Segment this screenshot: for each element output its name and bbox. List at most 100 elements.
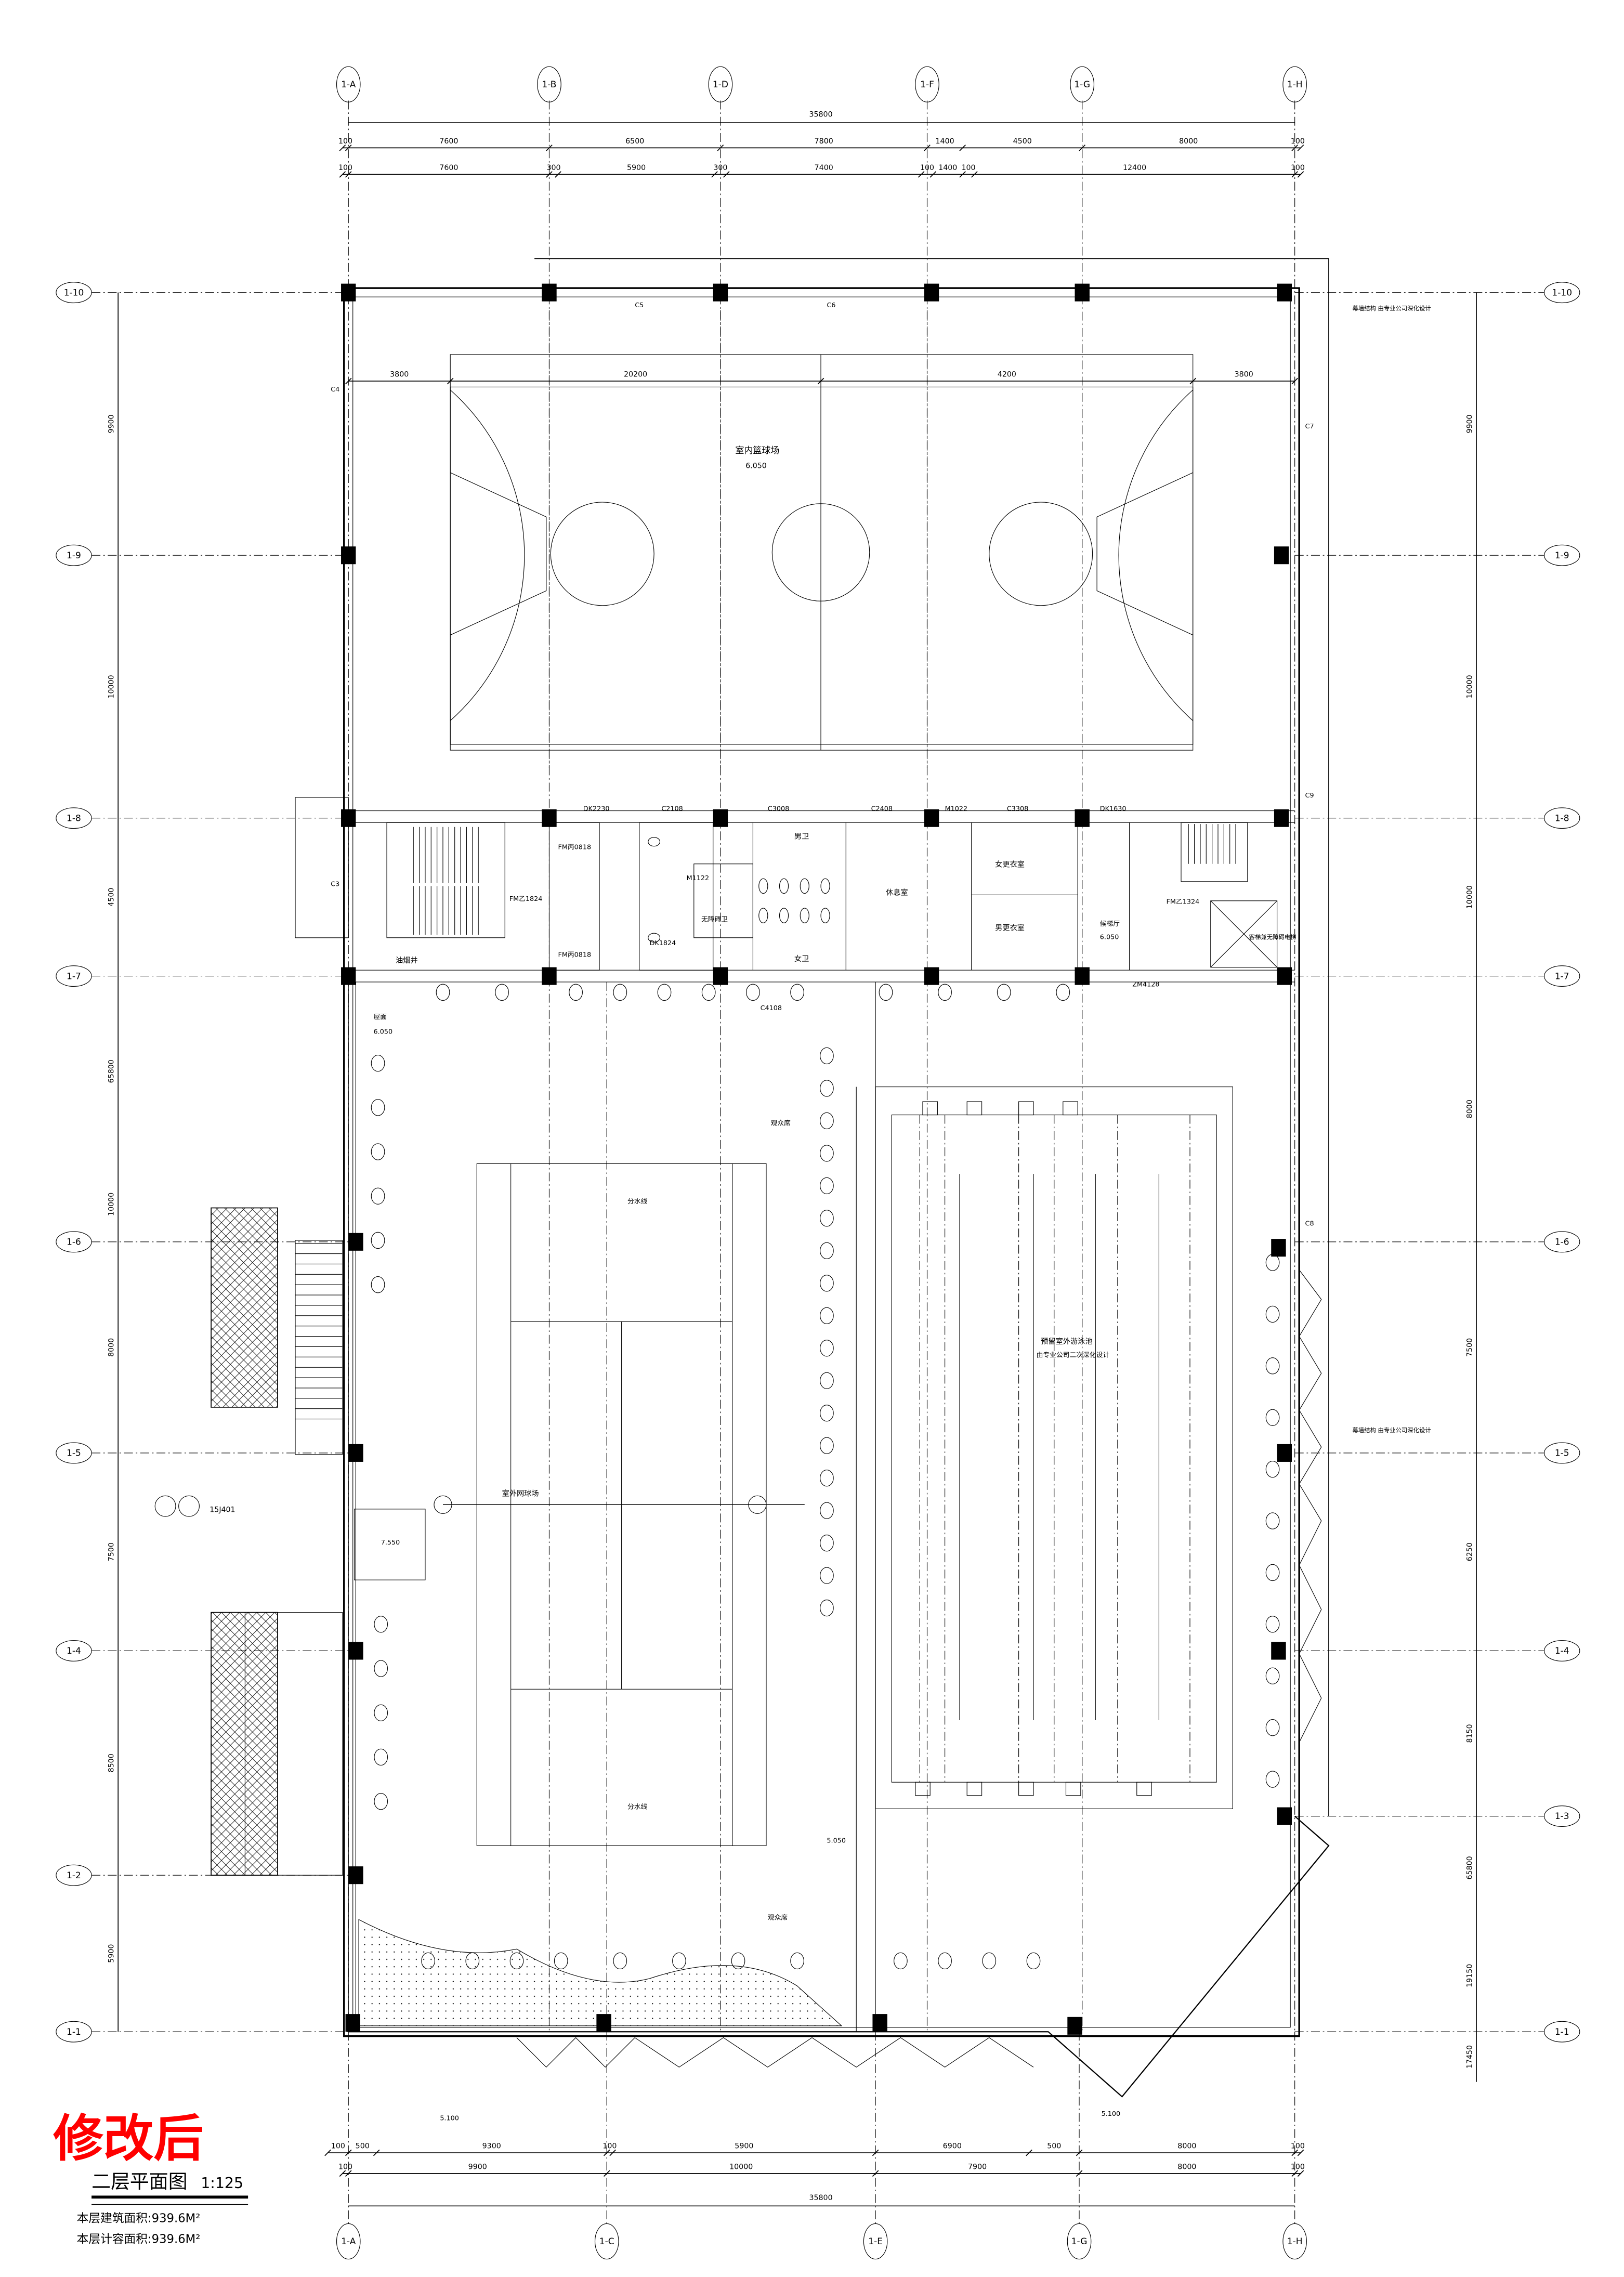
column — [1067, 2017, 1082, 2035]
column — [1075, 809, 1090, 827]
door-window-tag: C5 — [635, 302, 644, 309]
dim-right: 10000 — [1465, 675, 1474, 698]
axis-left-label: 1-10 — [64, 287, 84, 298]
tennis-court: 室外网球场 分水线 分水线 — [434, 982, 805, 2032]
seat — [746, 984, 760, 1001]
seat — [997, 984, 1011, 1001]
far-area: 本层计容面积:939.6M² — [77, 2232, 201, 2246]
axis-left-label: 1-2 — [67, 1870, 81, 1881]
axis-left-label-bubble — [56, 965, 92, 987]
dim-left: 8000 — [108, 1338, 116, 1357]
axis-right-label-bubble — [1544, 965, 1580, 987]
door-window-tag: FM丙0818 — [558, 951, 592, 959]
dim-top-row2: 100 — [920, 164, 934, 172]
seat — [820, 1405, 834, 1422]
column — [348, 1642, 363, 1660]
seat — [894, 1952, 908, 1970]
door-window-tag: C6 — [827, 302, 835, 309]
dim-top-total: 35800 — [809, 111, 832, 119]
seat — [1056, 984, 1070, 1001]
seat — [820, 1112, 834, 1130]
seat — [569, 984, 583, 1001]
axis-bottom-label: 1-C — [599, 2236, 614, 2247]
seat — [1265, 1667, 1280, 1684]
dim-right: 7500 — [1465, 1338, 1474, 1357]
axis-right-label-bubble — [1544, 1640, 1580, 1661]
column — [924, 809, 939, 827]
column — [924, 283, 939, 302]
basketball-court: 室内篮球场 6.050 — [450, 310, 1194, 768]
seat — [938, 1952, 952, 1970]
dim-left: 4500 — [108, 888, 116, 907]
seat — [436, 984, 450, 1001]
seat — [1265, 1409, 1280, 1426]
dim-bottom-row2: 8000 — [1177, 2163, 1196, 2171]
axis-left-label: 1-1 — [67, 2027, 81, 2037]
axis-top-label-bubble — [537, 66, 561, 102]
roof-label: 屋面 — [374, 1013, 387, 1021]
seat — [371, 1099, 385, 1116]
axis-bottom-label: 1-G — [1071, 2236, 1088, 2247]
column — [713, 809, 728, 827]
dim-bottom-row2: 100 — [1291, 2163, 1305, 2171]
column — [341, 283, 356, 302]
dim-bottom-row1: 100 — [331, 2142, 345, 2151]
annotations: 屋面 6.050 观众席 观众席 7.550 5.100 5.100 5.050… — [154, 305, 1431, 2123]
axis-top-label: 1-A — [341, 80, 356, 90]
accessible-wc-label: 无障碍卫 — [701, 916, 728, 924]
seat — [820, 1567, 834, 1584]
lift-lobby-elevation: 6.050 — [1100, 934, 1119, 941]
axis-right-label: 1-8 — [1555, 813, 1569, 823]
seat — [820, 1372, 834, 1389]
axis-right-label-bubble — [1544, 544, 1580, 566]
axis-bottom-label: 1-H — [1287, 2236, 1303, 2247]
detail-ref: 15J401 — [209, 1506, 235, 1514]
seating-label-2: 观众席 — [768, 1913, 788, 1921]
axis-left-label: 1-4 — [67, 1646, 81, 1656]
dim-bottom-row1: 8000 — [1177, 2142, 1196, 2151]
seat — [820, 1534, 834, 1552]
axis-top-label-bubble — [336, 66, 361, 102]
dim-court: 4200 — [998, 371, 1016, 379]
dim-top-row1: 8000 — [1179, 137, 1198, 146]
dim-right: 17450 — [1465, 2045, 1474, 2069]
column — [1075, 283, 1090, 302]
fume-shaft-label: 油烟井 — [396, 957, 418, 965]
axis-bottom-label-bubble — [594, 2223, 619, 2260]
seat — [820, 1307, 834, 1324]
column — [1274, 809, 1289, 827]
floor-area: 本层建筑面积:939.6M² — [77, 2212, 201, 2226]
column — [924, 967, 939, 985]
dim-left: 5900 — [108, 1944, 116, 1963]
seat — [790, 984, 804, 1001]
axis-left-label: 1-9 — [67, 551, 81, 561]
seat — [820, 1275, 834, 1292]
axis-left-label: 1-7 — [67, 971, 81, 982]
seat — [820, 1145, 834, 1162]
axis-top-label: 1-D — [713, 80, 728, 90]
dim-bottom-row1: 9300 — [482, 2142, 501, 2151]
axis-left-label-bubble — [56, 544, 92, 566]
door-window-tag: FM乙1824 — [509, 895, 543, 903]
axis-right-label: 1-7 — [1555, 971, 1569, 982]
lift-lobby-label: 候梯厅 — [1100, 920, 1120, 928]
dim-top-row2: 100 — [961, 164, 975, 172]
axis-left-label-bubble — [56, 1231, 92, 1253]
dim-top-row1: 100 — [1291, 137, 1305, 146]
stair-elevation: 5.050 — [827, 1837, 846, 1845]
dim-top-row2: 12400 — [1123, 164, 1146, 172]
seating-label: 观众席 — [770, 1119, 791, 1127]
pool-note: 由专业公司二次深化设计 — [1037, 1351, 1110, 1359]
roof-elevation: 6.050 — [374, 1028, 393, 1036]
drawing-scale: 1:125 — [201, 2175, 243, 2192]
axis-right-label: 1-5 — [1555, 1448, 1569, 1459]
door-window-tag: C4108 — [761, 1004, 782, 1012]
dim-right: 8000 — [1465, 1100, 1474, 1118]
door-window-tag: M1122 — [687, 874, 710, 882]
door-window-tag: C8 — [1305, 1220, 1314, 1228]
axis-top-label: 1-H — [1287, 80, 1303, 90]
dim-court: 3800 — [1235, 371, 1253, 379]
curtain-wall-note-2: 幕墙结构 由专业公司深化设计 — [1352, 305, 1431, 312]
dim-top-row1: 1400 — [936, 137, 954, 146]
seat — [371, 1054, 385, 1072]
